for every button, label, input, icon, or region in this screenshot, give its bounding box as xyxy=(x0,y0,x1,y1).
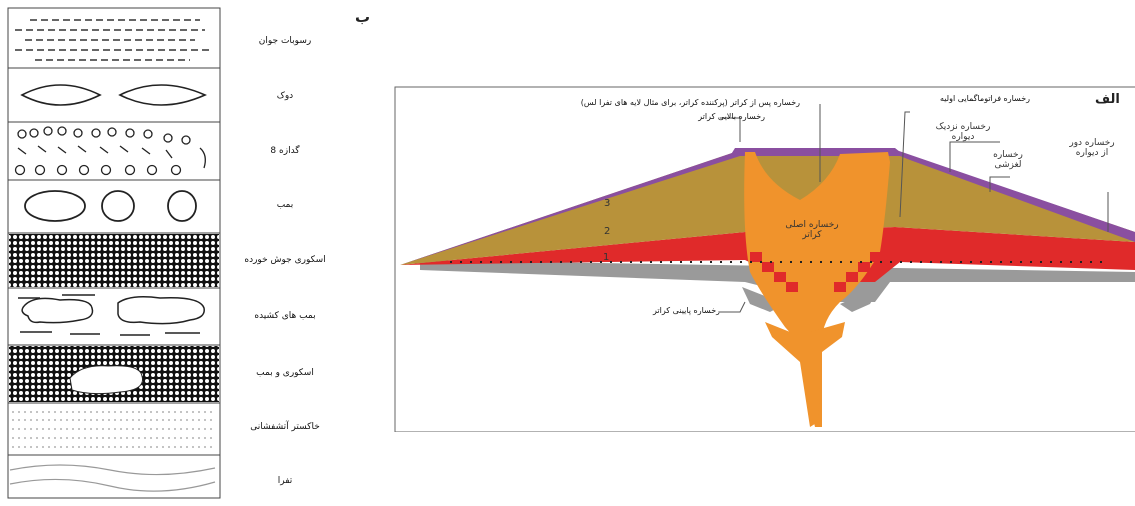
welded-scoria-pattern xyxy=(9,234,219,287)
callout-post-crater: رخساره پس از کراتر (پرکننده کراتر، برای … xyxy=(580,98,800,107)
legend-label-bomb: بمب xyxy=(276,200,294,210)
layer-number-3: 3 xyxy=(604,198,611,209)
legend-label-spindle: دوک xyxy=(276,91,294,101)
label-main-crater: رخساره اصلی کراتر xyxy=(785,220,839,241)
label-slide: رخساره لغزشی xyxy=(993,150,1023,171)
legend-label-tephra: تفرا xyxy=(277,476,293,486)
legend-label-young-sediments: رسوبات جوان xyxy=(258,36,312,46)
embedded-bomb xyxy=(69,365,144,395)
bomb-pattern xyxy=(24,190,197,222)
layer-number-2: 2 xyxy=(604,226,611,237)
main-crater-fill xyxy=(744,152,890,427)
callout-upper-crater: رخساره بالایی کراتر xyxy=(698,112,765,121)
section-b-tag: ب xyxy=(355,8,371,26)
callout-lower-crater: رخساره پایینی کراتر xyxy=(653,306,720,315)
tephra-pattern xyxy=(9,464,216,492)
legend-column xyxy=(7,7,221,499)
label-far-wall: رخساره دور از دیواره xyxy=(1069,138,1115,159)
feeder-conduit xyxy=(765,322,845,427)
volcano-cross-section xyxy=(394,86,1135,432)
elongated-bomb-pattern xyxy=(18,294,205,336)
legend-label-welded-scoria: اسکوری جوش خورده xyxy=(244,255,326,265)
spindle-pattern xyxy=(20,84,207,106)
legend-label-lava: گدازه 8 xyxy=(270,146,300,156)
section-a-tag: الف xyxy=(1095,92,1120,107)
legend-label-volcanic-ash: خاکستر آتشفشانی xyxy=(250,422,320,432)
legend-label-scoria-bomb: اسکوری و بمب xyxy=(256,368,314,378)
red-step-blocks xyxy=(750,252,882,292)
young-sediments-pattern xyxy=(15,19,210,61)
legend-label-elongated-bombs: بمب های کشیده xyxy=(254,311,316,321)
layer-number-1: 1 xyxy=(603,252,610,263)
lava-fragment-pattern xyxy=(14,126,206,176)
volcanic-ash-pattern xyxy=(12,411,216,448)
callout-early-magmatic: رخساره فراتوماگمایی اولیه xyxy=(939,94,1030,103)
label-near-wall: رخساره نزدیک دیواره xyxy=(935,122,991,143)
